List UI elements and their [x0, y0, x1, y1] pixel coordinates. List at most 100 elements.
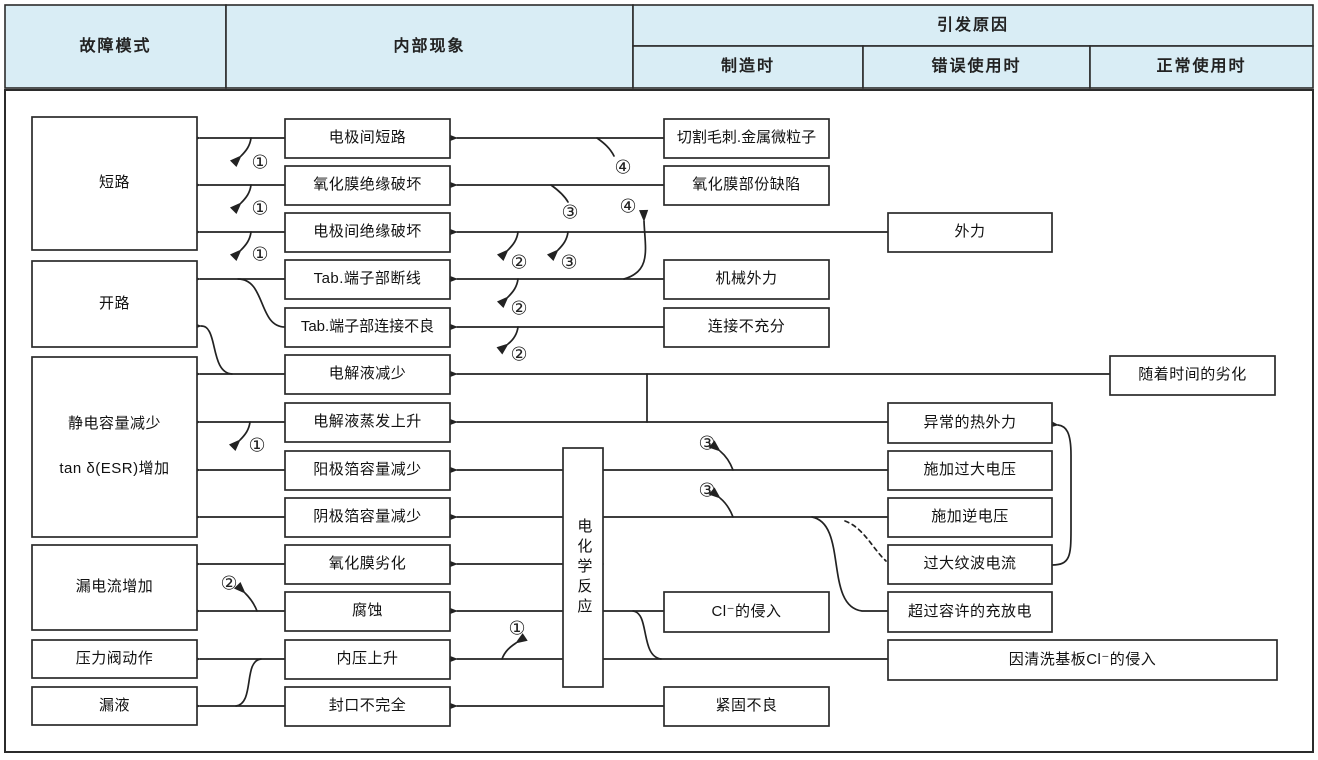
- mark-3: ③: [698, 480, 716, 502]
- node-boxes: [31, 116, 1278, 727]
- mark-3: ③: [698, 433, 716, 455]
- box-p7: [284, 402, 451, 443]
- label-hub-reaction: 电化学反应: [575, 517, 593, 618]
- header-cell-misuse: [862, 45, 1091, 89]
- box-cause-poor-connection: [663, 307, 830, 348]
- label-cause-time-deterioration: 随着时间的劣化: [1138, 366, 1247, 384]
- arrow-open-from-electrolyte-branch: [189, 321, 233, 375]
- label-cause-board-cleaning: 因清洗基板Cl⁻的侵入: [1008, 650, 1157, 668]
- label-p7: 电解液蒸发上升: [313, 413, 422, 431]
- box-p13: [284, 686, 451, 727]
- hook-m2-row11: [233, 581, 258, 612]
- hook-m3-row2: [550, 184, 569, 203]
- label-pressure-valve: 压力阀动作: [75, 649, 154, 667]
- label-open-circuit: 开路: [98, 294, 130, 312]
- mark-1: ①: [248, 435, 266, 457]
- box-p1: [284, 118, 451, 159]
- box-capacitance: [31, 356, 198, 538]
- hook-m1-row12: [501, 633, 528, 660]
- hook-m3-row8: [708, 440, 734, 471]
- label-cause-overvoltage: 施加过大电压: [923, 461, 1017, 479]
- label-liquid-leak: 漏液: [98, 696, 130, 714]
- label-cause-poor-tightening: 紧固不良: [715, 697, 778, 715]
- box-cause-overvoltage: [887, 450, 1053, 491]
- label-p6: 电解液减少: [328, 365, 407, 383]
- label-esr-increase: tan δ(ESR)增加: [59, 460, 170, 477]
- box-open-circuit: [31, 260, 198, 348]
- hook-m3-row3: [546, 231, 569, 262]
- mark-4: ④: [614, 157, 632, 179]
- box-p8: [284, 450, 451, 491]
- label-p11: 腐蚀: [351, 602, 383, 620]
- header-table: [4, 4, 1314, 89]
- box-cause-thermal-stress: [887, 402, 1053, 444]
- hook-m1-row3: [229, 231, 252, 262]
- branch-valve-leak-s-curve: [235, 658, 262, 707]
- label-cause-ripple-current: 过大纹波电流: [923, 555, 1017, 573]
- box-cause-board-cleaning: [887, 639, 1278, 681]
- label-cause-poor-connection: 连接不充分: [707, 318, 786, 336]
- box-p10: [284, 544, 451, 585]
- header-failure-mode: 故障模式: [79, 37, 152, 55]
- box-cause-burr: [663, 118, 830, 159]
- header-cell-failure-mode: [4, 4, 227, 89]
- box-p4: [284, 259, 451, 300]
- mark-1: ①: [508, 618, 526, 640]
- label-cause-reverse-voltage: 施加逆电压: [931, 508, 1009, 526]
- hook-m2-row3: [496, 231, 519, 262]
- label-p5: Tab.端子部连接不良: [300, 318, 435, 336]
- header-normal-use: 正常使用时: [1156, 58, 1247, 75]
- box-cause-overcharge: [887, 591, 1053, 633]
- mark-4: ④: [619, 196, 637, 218]
- label-short-circuit: 短路: [98, 174, 130, 192]
- diagram-border: [4, 89, 1314, 753]
- box-cause-time-deterioration: [1109, 355, 1276, 396]
- box-liquid-leak: [31, 686, 198, 726]
- label-p2: 氧化膜绝缘破坏: [313, 176, 422, 194]
- label-cause-external-force: 外力: [954, 223, 986, 241]
- mark-2: ②: [510, 252, 528, 274]
- hook-m4-row1: [596, 137, 615, 157]
- box-p2: [284, 165, 451, 206]
- label-cause-overcharge: 超过容许的充放电: [907, 602, 1032, 620]
- box-cause-external-force: [887, 212, 1053, 253]
- label-p13: 封口不完全: [328, 697, 407, 715]
- box-cause-cl-intrusion: [663, 591, 830, 633]
- label-cause-thermal-stress: 异常的热外力: [923, 413, 1017, 431]
- header-cell-normal-use: [1089, 45, 1314, 89]
- label-cause-burr: 切割毛刺.金属微粒子: [676, 129, 817, 147]
- label-capacitance-decrease: 静电容量减少: [67, 415, 161, 433]
- arrow-ripple-to-thermal: [1046, 419, 1072, 566]
- branch-ripple-dashed: [844, 520, 887, 562]
- mark-1: ①: [251, 244, 269, 266]
- header-manufacturing: 制造时: [720, 58, 775, 75]
- branch-overcharge-to-reverse-line: [811, 516, 889, 612]
- label-cause-oxide-defect: 氧化膜部份缺陷: [692, 176, 801, 194]
- hook-m3-row9: [708, 487, 734, 518]
- mark-1: ①: [251, 198, 269, 220]
- hook-m1-row7: [228, 421, 251, 452]
- box-cause-mechanical-force: [663, 259, 830, 300]
- box-cause-ripple-current: [887, 544, 1053, 585]
- box-cause-oxide-defect: [663, 165, 830, 206]
- label-p3: 电极间绝缘破坏: [313, 223, 422, 241]
- header-internal-phenomenon: 内部现象: [393, 37, 466, 55]
- hook-m2-row5: [496, 326, 519, 355]
- mark-2: ②: [510, 344, 528, 366]
- box-p11: [284, 591, 451, 632]
- mark-1: ①: [251, 152, 269, 174]
- box-leakage-current: [31, 544, 198, 631]
- mark-3: ③: [561, 202, 579, 224]
- arrow-mechanical-up-branch: [623, 209, 649, 280]
- label-p12: 内压上升: [336, 650, 399, 668]
- box-p12: [284, 639, 451, 680]
- box-cause-poor-tightening: [663, 686, 830, 727]
- box-p3: [284, 212, 451, 253]
- label-leakage-current: 漏电流增加: [75, 578, 154, 596]
- mark-3: ③: [560, 252, 578, 274]
- box-pressure-valve: [31, 639, 198, 679]
- branch-corrosion-to-pressure-line: [632, 610, 662, 660]
- label-cause-cl-intrusion: Cl⁻的侵入: [711, 602, 782, 620]
